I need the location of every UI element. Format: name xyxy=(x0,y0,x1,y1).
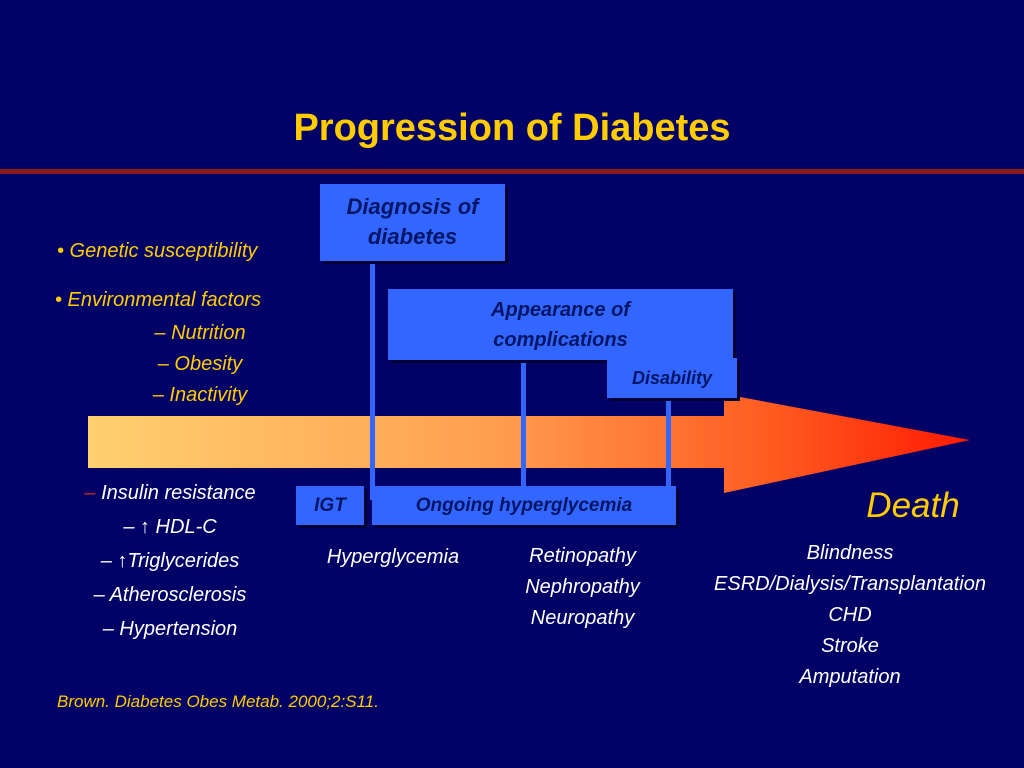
citation: Brown. Diabetes Obes Metab. 2000;2:S11. xyxy=(57,692,379,711)
metabolic-item: – ↑ HDL-C xyxy=(40,510,300,544)
metabolic-dash: – xyxy=(84,482,96,504)
genetic-susceptibility: • Genetic susceptibility xyxy=(57,240,258,262)
title-divider xyxy=(0,169,1024,174)
diagnosis-line1: Diagnosis of xyxy=(346,194,479,219)
complication-nephropathy: Nephropathy xyxy=(525,576,640,598)
hyperglycemia-label: Hyperglycemia xyxy=(326,546,460,568)
metabolic-item: – Atherosclerosis xyxy=(40,578,300,612)
diagnosis-line2: diabetes xyxy=(367,224,458,249)
factor-nutrition: – Nutrition xyxy=(154,322,246,344)
microvascular-complications: Retinopathy Nephropathy Neuropathy xyxy=(490,541,675,634)
disability-connector xyxy=(666,393,671,490)
factor-obesity: – Obesity xyxy=(157,353,243,375)
metabolic-item: – Hypertension xyxy=(40,612,300,646)
factor-inactivity: – Inactivity xyxy=(152,384,248,406)
up-arrow-icon: ↑ xyxy=(140,516,150,538)
ongoing-hyperglycemia-box: Ongoing hyperglycemia xyxy=(372,486,676,525)
environmental-factors: • Environmental factors xyxy=(55,289,261,311)
metabolic-abnormalities-list: – Insulin resistance – ↑ HDL-C – ↑Trigly… xyxy=(40,476,300,646)
outcome-amputation: Amputation xyxy=(799,666,901,688)
igt-box: IGT xyxy=(296,486,364,525)
disability-box: Disability xyxy=(607,358,737,398)
environmental-factor-list: – Nutrition – Obesity – Inactivity xyxy=(130,318,270,411)
death-label: Death xyxy=(866,486,960,525)
metabolic-item: – ↑Triglycerides xyxy=(40,544,300,578)
metabolic-dash: – xyxy=(123,516,135,538)
complications-connector xyxy=(521,355,526,490)
outcome-stroke: Stroke xyxy=(821,635,879,657)
disability-outcomes: Blindness ESRD/Dialysis/Transplantation … xyxy=(676,538,1024,693)
complication-neuropathy: Neuropathy xyxy=(530,607,635,629)
up-arrow-icon: ↑ xyxy=(117,550,128,572)
diagnosis-connector xyxy=(370,255,375,500)
metabolic-dash: – xyxy=(100,550,112,572)
metabolic-dash: – xyxy=(102,618,114,640)
complication-retinopathy: Retinopathy xyxy=(529,545,636,567)
metabolic-item-text: Hypertension xyxy=(113,618,238,640)
metabolic-item-text: Triglycerides xyxy=(127,550,240,572)
metabolic-item-text: Insulin resistance xyxy=(95,482,256,504)
diagnosis-box: Diagnosis of diabetes xyxy=(320,184,505,261)
page-title: Progression of Diabetes xyxy=(293,107,731,149)
metabolic-dash: – xyxy=(93,584,105,606)
outcome-blindness: Blindness xyxy=(806,542,894,564)
outcome-esrd: ESRD/Dialysis/Transplantation xyxy=(714,573,986,595)
complications-box: Appearance of complications xyxy=(388,289,733,360)
complications-line1: Appearance of xyxy=(491,299,630,321)
metabolic-item-text: HDL-C xyxy=(150,516,217,538)
metabolic-item-text: Atherosclerosis xyxy=(104,584,247,606)
complications-line2: complications xyxy=(493,329,628,351)
metabolic-item: – Insulin resistance xyxy=(40,476,300,510)
outcome-chd: CHD xyxy=(828,604,872,626)
